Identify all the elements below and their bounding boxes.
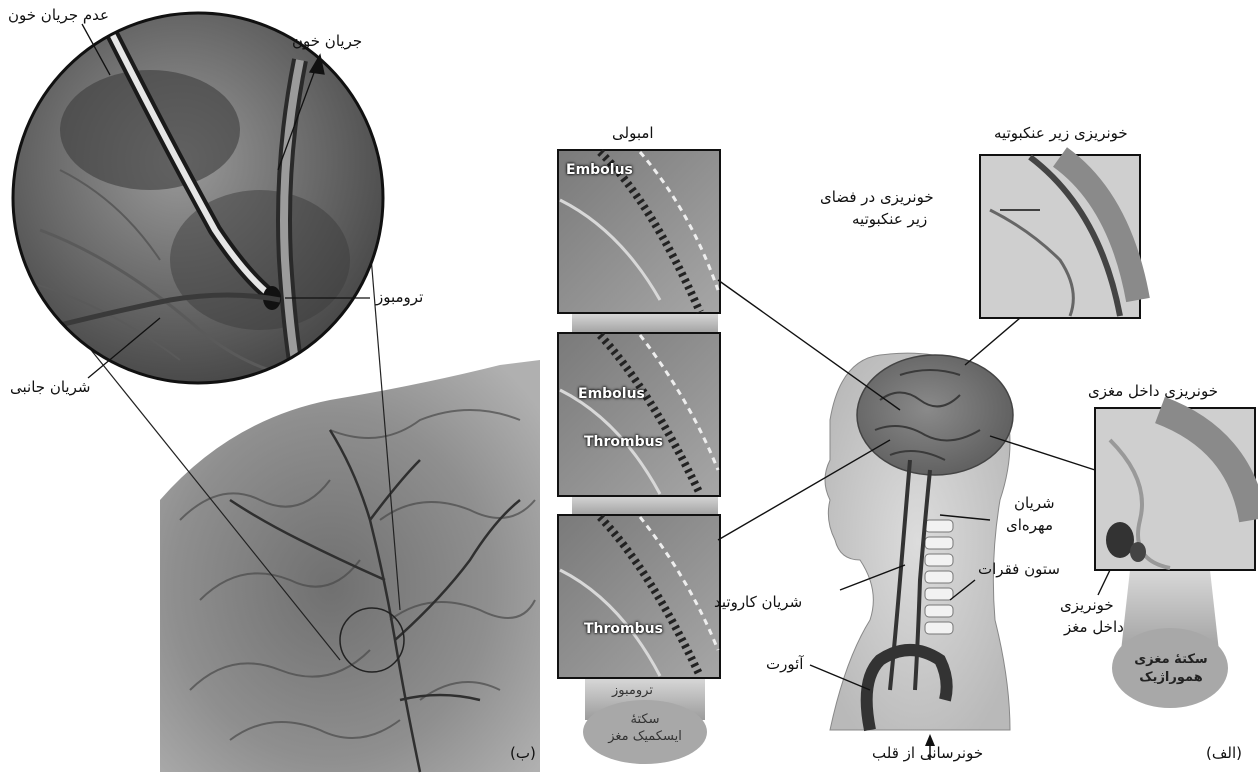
thrombosis-label: ترومبوز — [376, 288, 423, 307]
thrombus-panel — [558, 515, 720, 678]
carotid-artery-label: شریان کاروتید — [714, 593, 802, 612]
intracerebral-detail-leader — [1098, 570, 1110, 595]
embolus-label-1: Embolus — [566, 162, 633, 178]
intracerebral-detail-line2: داخل مغز — [1064, 618, 1124, 637]
blood-from-heart-label: خونرسانی از قلب — [872, 744, 983, 763]
ischemic-stroke-line1: سکتهٔ — [600, 712, 690, 728]
subarachnoid-title: خونریزی زیر عنکبوتیه — [994, 124, 1128, 143]
embolus-label-2: Embolus — [578, 386, 645, 402]
intracerebral-detail-line1: خونریزی — [1060, 596, 1114, 615]
brain-cortex — [857, 355, 1013, 475]
subarachnoid-leader — [965, 318, 1020, 365]
vertebral-artery-line1: شریان — [1014, 494, 1055, 513]
thrombus-label-2: Thrombus — [584, 621, 663, 637]
intracerebral-title: خونریزی داخل مغزی — [1088, 382, 1218, 401]
blood-flow-label: جریان خون — [292, 32, 362, 51]
subarachnoid-box — [980, 155, 1140, 318]
vertebral-artery-line2: مهره‌ای — [1006, 516, 1053, 535]
spine — [925, 520, 953, 634]
ischemic-stroke-line2: ایسکمیک مغز — [594, 729, 696, 745]
embolus-leader — [718, 280, 900, 410]
hemorrhagic-stroke-line2: هموراژیک — [1116, 670, 1226, 686]
embolism-title: امبولی — [612, 124, 654, 143]
panel-b-tag: (ب) — [510, 744, 536, 763]
head-neck-illustration — [825, 353, 1013, 760]
subarachnoid-space-line2: زیر عنکبوتیه — [852, 210, 927, 229]
subarachnoid-space-line1: خونریزی در فضای — [820, 188, 934, 207]
magnified-vessel-circle — [13, 10, 383, 390]
embolism-stack — [558, 150, 720, 764]
aorta-label: آئورت — [766, 655, 803, 674]
brain-surface-illustration — [160, 360, 540, 772]
no-blood-flow-label: عدم جریان خون — [8, 6, 109, 25]
collateral-artery-label: شریان جانبی — [10, 378, 90, 397]
hemorrhagic-stroke-line1: سکتهٔ مغزی — [1116, 652, 1226, 668]
spinal-column-label: ستون فقرات — [978, 560, 1060, 579]
thrombus-label-1: Thrombus — [584, 434, 663, 450]
panel-a-tag: (الف) — [1206, 744, 1242, 763]
embolus-panel-2 — [558, 333, 720, 496]
thrombosis-pedestal-label: ترومبوز — [612, 683, 653, 699]
